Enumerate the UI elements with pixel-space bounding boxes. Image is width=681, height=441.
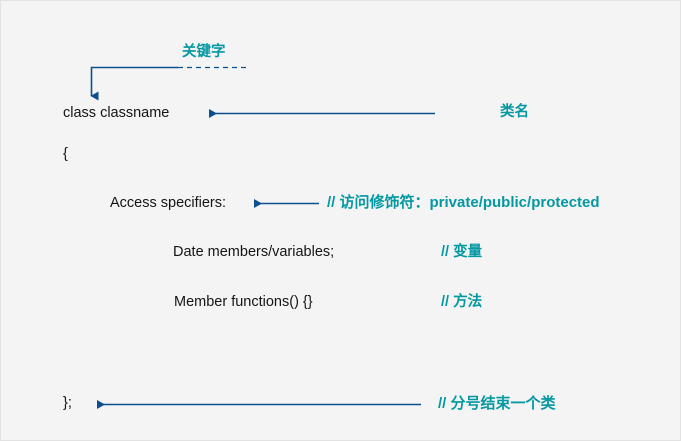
annotation-keyword: 关键字 <box>182 44 226 60</box>
annotation-access: // 访问修饰符：private/public/protected <box>327 194 600 211</box>
code-line-close-brace: }; <box>63 395 72 411</box>
code-line-class-declaration: class classname <box>63 105 170 121</box>
code-line-member-functions: Member functions() {} <box>174 294 313 310</box>
code-line-access-specifiers: Access specifiers: <box>110 195 227 211</box>
keyword-connector <box>90 66 246 101</box>
annotation-method: // 方法 <box>441 294 483 310</box>
code-line-data-members: Date members/variables; <box>173 244 335 260</box>
annotation-semicolon: // 分号结束一个类 <box>438 395 556 412</box>
annotation-classname: 类名 <box>500 104 529 120</box>
annotation-variable: // 变量 <box>441 244 483 260</box>
keyword-connector-solid <box>90 66 178 101</box>
code-line-open-brace: { <box>63 146 68 162</box>
